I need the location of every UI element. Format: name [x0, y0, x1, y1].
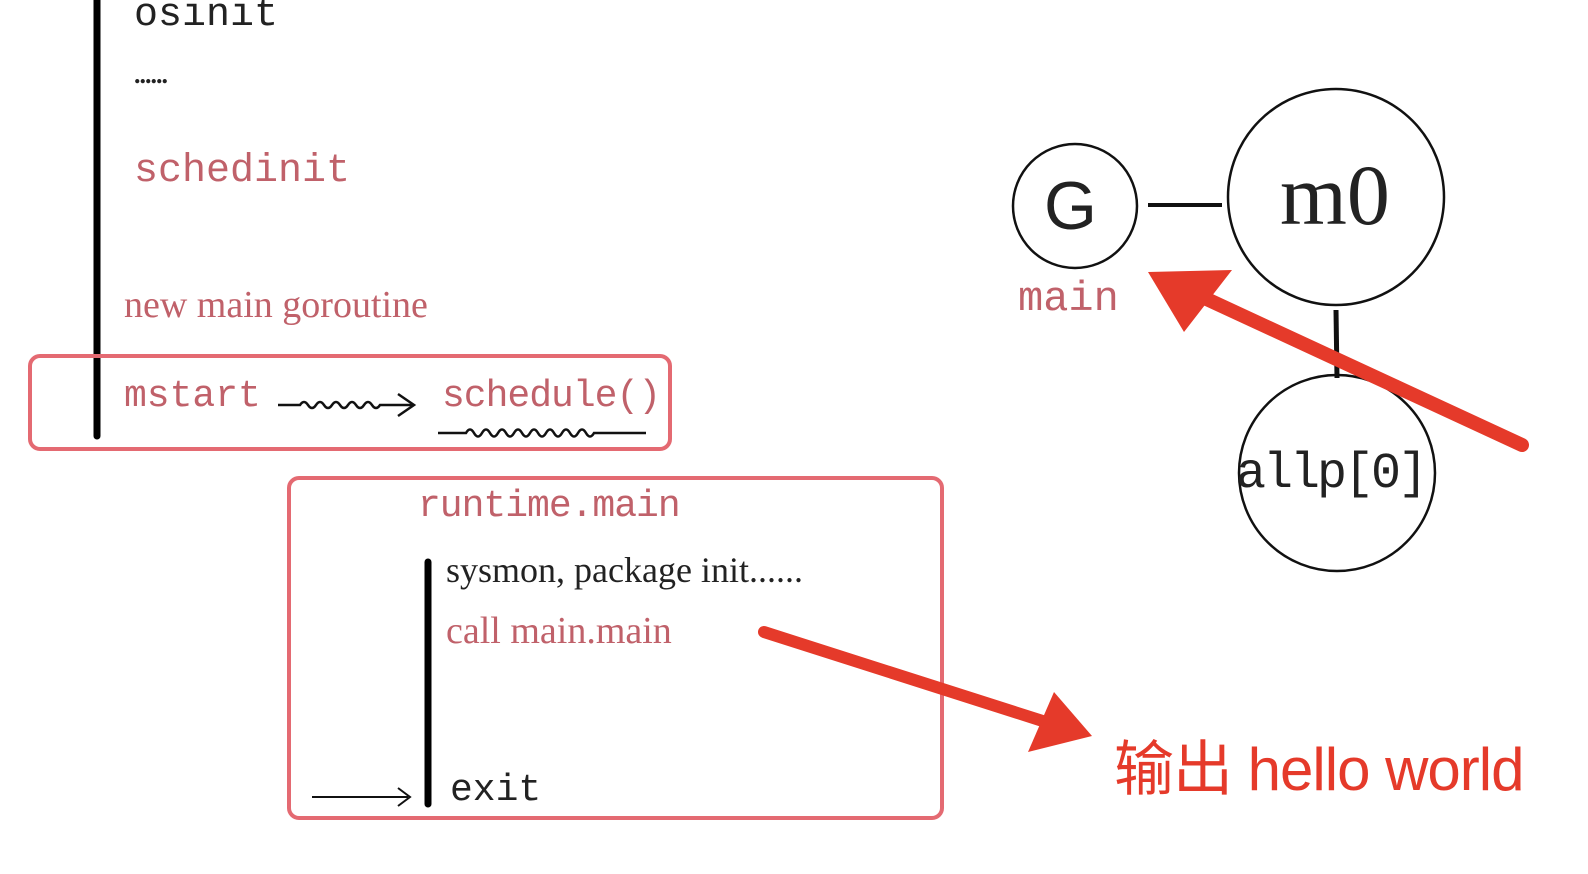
allp-node-circle	[1237, 373, 1437, 573]
m0-node-label: m0	[1280, 147, 1390, 243]
g-node-circle	[1011, 142, 1139, 270]
allp-node-label: allp[0]	[1236, 446, 1428, 503]
osinit-label: osinit	[134, 0, 279, 38]
g-node-label: G	[1044, 168, 1097, 244]
red-arrow-to-output-line	[758, 626, 1058, 730]
red-arrow-to-output-head	[1028, 692, 1092, 752]
squiggle-arrow-head	[397, 392, 417, 418]
sysmon-label: sysmon, package init......	[446, 550, 803, 590]
red-arrow-to-main-head	[1148, 270, 1232, 332]
mstart-box	[28, 354, 672, 451]
output-annotation: 输出 hello world	[1114, 736, 1524, 803]
red-arrow-to-main-line	[1191, 288, 1529, 452]
mstart-label: mstart	[124, 375, 261, 418]
schedule-label: schedule()	[442, 375, 661, 418]
call-main-label: call main.main	[446, 610, 672, 652]
runtime-main-box	[287, 476, 944, 820]
g-caption-main: main	[1018, 275, 1119, 323]
schedule-underline	[438, 428, 646, 438]
ellipsis-label: ......	[134, 60, 168, 89]
exit-arrow-head	[397, 787, 412, 807]
new-main-goroutine-label: new main goroutine	[124, 284, 428, 326]
m0-node-circle	[1226, 87, 1446, 307]
squiggle-arrow	[278, 400, 412, 410]
m0-allp-connector	[1333, 309, 1340, 379]
schedinit-label: schedinit	[134, 149, 351, 194]
exit-label: exit	[450, 769, 542, 812]
runtime-main-title: runtime.main	[418, 485, 681, 528]
